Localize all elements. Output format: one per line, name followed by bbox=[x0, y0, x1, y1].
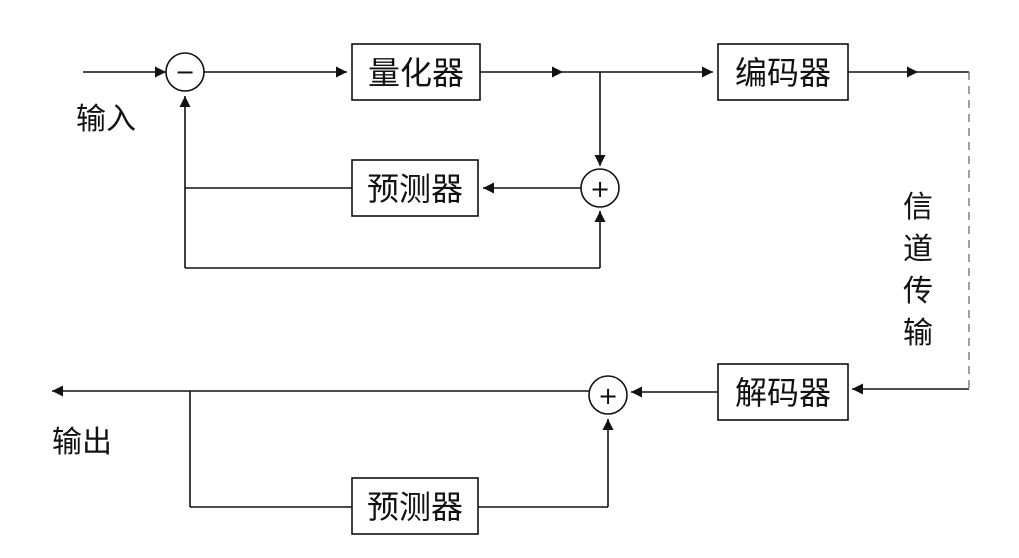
encoder-label: 编码器 bbox=[735, 54, 831, 92]
channel-label-char-4: 输 bbox=[903, 316, 933, 351]
encoder-block bbox=[717, 43, 849, 101]
quantizer-label: 量化器 bbox=[368, 54, 464, 92]
predictor-bottom-block bbox=[351, 477, 479, 535]
subtractor-sign: − bbox=[175, 58, 195, 86]
predictor-bottom-label: 预测器 bbox=[367, 488, 463, 526]
decoder-label: 解码器 bbox=[735, 374, 831, 412]
encoder-summing-sign: + bbox=[590, 175, 610, 203]
decoder-summing-sign: + bbox=[598, 382, 618, 410]
output-label: 输出 bbox=[52, 425, 112, 460]
decoder-summing-node bbox=[588, 375, 628, 415]
input-label: 输入 bbox=[76, 102, 136, 137]
channel-label-char-1: 信 bbox=[903, 190, 933, 225]
predictor-top-label: 预测器 bbox=[367, 170, 463, 208]
quantizer-block bbox=[351, 43, 481, 101]
channel-label-char-2: 道 bbox=[903, 232, 933, 267]
decoder-block bbox=[717, 363, 849, 421]
channel-label-char-3: 传 bbox=[903, 274, 933, 309]
